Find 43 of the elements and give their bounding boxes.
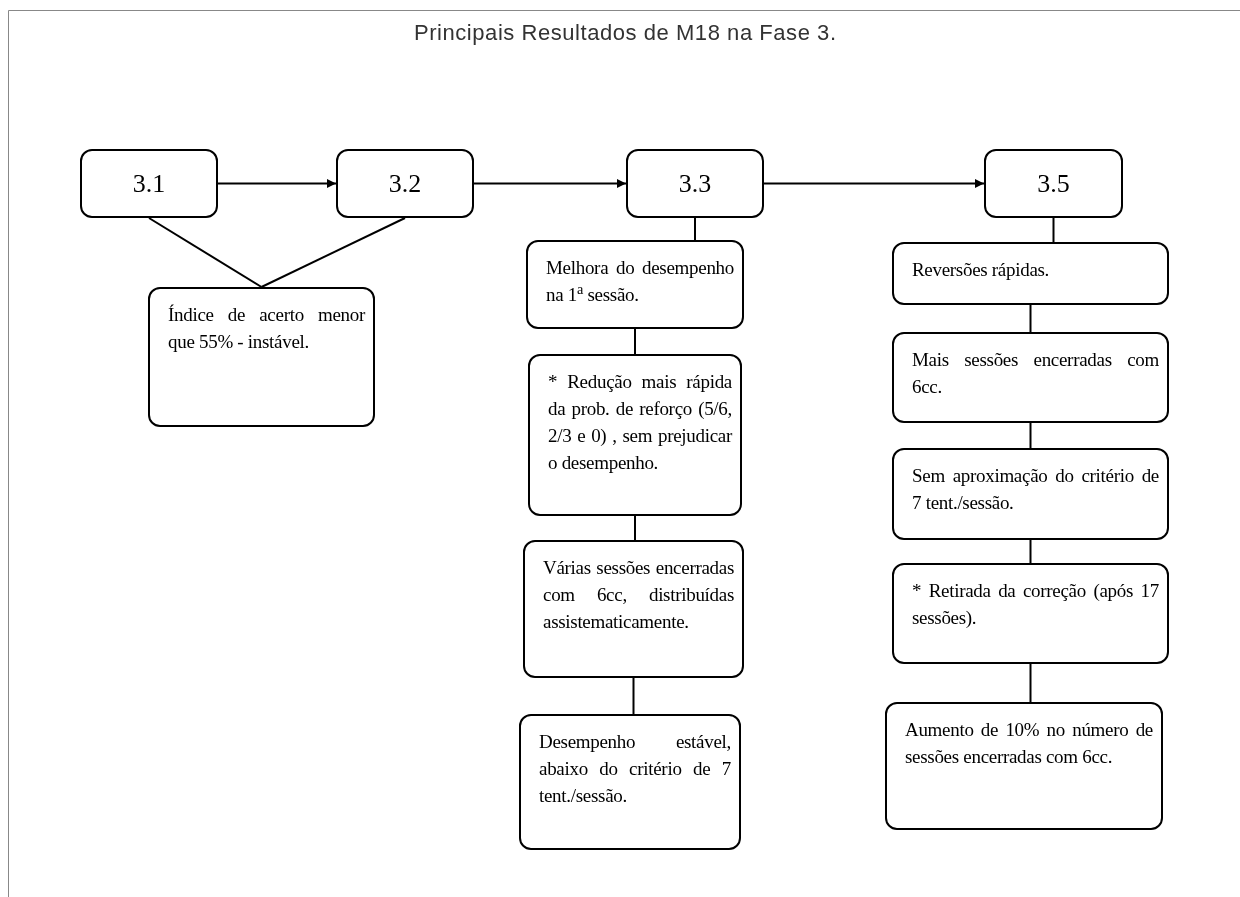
result-box: [523, 540, 744, 678]
connector-line: [634, 515, 636, 541]
arrow: [763, 179, 985, 188]
result-box: [892, 563, 1169, 664]
result-text: Aumento de 10% no número de sessões encerradas com 6cc.: [905, 718, 1153, 769]
step-label: 3.3: [678, 170, 712, 197]
connector-line: [260, 217, 406, 288]
step-box: [984, 149, 1123, 218]
result-text: Sem aproximação do critério de 7 tent./sessão.: [912, 464, 1159, 515]
connector-line: [632, 677, 635, 715]
result-box: [892, 448, 1169, 540]
result-text: Reversões rápidas.: [912, 258, 1051, 282]
connector-line: [1029, 304, 1032, 333]
step-label: 3.5: [1037, 170, 1070, 197]
step-box: [336, 149, 474, 218]
result-text: Índice de acerto menor que 55% - instável.: [168, 303, 365, 354]
arrow: [473, 179, 627, 188]
connector-line: [1029, 422, 1032, 449]
connector-line: [1029, 663, 1032, 703]
step-box: [80, 149, 218, 218]
result-box: [892, 332, 1169, 423]
result-text: Melhora do desempenho na 1$^{a}$ sessão.: [546, 256, 734, 307]
arrow: [217, 179, 337, 188]
step-box: [626, 149, 764, 218]
connector-line: [148, 217, 263, 288]
result-box: [892, 242, 1169, 305]
title: Principais Resultados de M18 na Fase 3.: [414, 19, 837, 47]
result-box: [528, 354, 742, 516]
result-box: [526, 240, 744, 329]
connector-line: [1029, 539, 1032, 564]
connector-line: [634, 328, 636, 355]
result-box: [885, 702, 1163, 830]
step-label: 3.1: [132, 170, 166, 197]
result-box: [519, 714, 741, 850]
result-text: * Redução mais rápida da prob. de reforço (5/6, 2/3 e 0) , sem prejudicar o desempenho.: [548, 370, 732, 475]
result-text: Várias sessões encerradas com 6cc, distribuídas assistematicamente.: [543, 556, 734, 634]
connector-line: [694, 217, 696, 241]
result-text: Desempenho estável, abaixo do critério de 7 tent./sessão.: [539, 730, 731, 808]
step-label: 3.2: [388, 170, 422, 197]
result-box: [148, 287, 375, 427]
result-text: * Retirada da correção (após 17 sessões).: [912, 579, 1159, 630]
result-text: Mais sessões encerradas com 6cc.: [912, 348, 1159, 399]
connector-line: [1052, 217, 1055, 243]
